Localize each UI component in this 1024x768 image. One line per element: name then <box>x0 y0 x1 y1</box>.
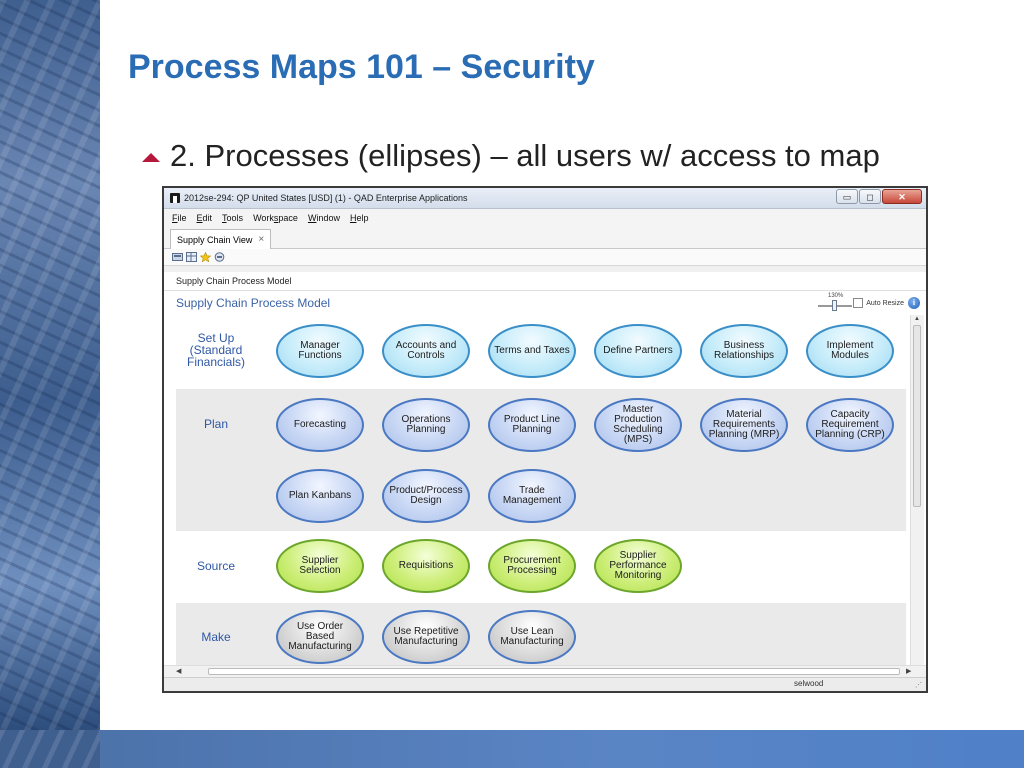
lane-label-plan: Plan <box>203 417 229 431</box>
vertical-scroll-thumb[interactable] <box>913 325 921 507</box>
print-icon[interactable] <box>214 252 225 262</box>
triangle-bullet-icon <box>142 152 160 162</box>
qad-app-icon <box>170 193 180 203</box>
menu-tools-post: ools <box>226 212 244 223</box>
auto-resize-label: Auto Resize <box>866 299 904 307</box>
process-forecasting[interactable]: Forecasting <box>276 398 364 452</box>
menu-file-post: ile <box>177 212 187 223</box>
model-header: Supply Chain Process Model 130% Auto Res… <box>164 291 926 316</box>
menu-help[interactable]: Help <box>350 213 369 223</box>
side-photo-decoration <box>0 0 100 730</box>
menu-workspace[interactable]: Workspace <box>253 213 298 223</box>
process-supplier-selection[interactable]: Supplier Selection <box>276 539 364 593</box>
menu-help-key: H <box>349 212 357 223</box>
menu-window-key: W <box>307 212 317 223</box>
status-user: selwood <box>794 679 824 688</box>
process-use-lean-manufacturing[interactable]: Use Lean Manufacturing <box>488 610 576 664</box>
process-map-canvas: Set Up (Standard Financials) Manager Fun… <box>164 315 926 665</box>
tab-label: Supply Chain View <box>177 234 253 245</box>
status-bar: selwood ⋰ <box>164 677 926 691</box>
menu-help-post: elp <box>356 212 369 223</box>
process-supplier-performance-monitoring[interactable]: Supplier Performance Monitoring <box>594 539 682 593</box>
process-product-process-design[interactable]: Product/Process Design <box>382 469 470 523</box>
lane-label-make: Make <box>201 630 231 644</box>
process-procurement-processing[interactable]: Procurement Processing <box>488 539 576 593</box>
breadcrumb-text: Supply Chain Process Model <box>176 276 292 286</box>
tab-strip: Supply Chain View × <box>164 226 926 249</box>
process-plan-kanbans[interactable]: Plan Kanbans <box>276 469 364 523</box>
process-master-production-scheduling[interactable]: Master Production Scheduling (MPS) <box>594 398 682 452</box>
menu-workspace-post: pace <box>278 212 298 223</box>
process-implement-modules[interactable]: Implement Modules <box>806 324 894 378</box>
menu-workspace-pre: Work <box>253 212 274 223</box>
process-use-repetitive-manufacturing[interactable]: Use Repetitive Manufacturing <box>382 610 470 664</box>
auto-resize-toggle[interactable]: Auto Resize <box>853 298 904 308</box>
info-icon[interactable]: i <box>908 297 920 309</box>
window-controls: ▭ ◻ ✕ <box>835 189 922 204</box>
workspace-icon[interactable] <box>172 252 183 262</box>
auto-resize-checkbox[interactable] <box>853 298 864 308</box>
lane-label-setup: Set Up (Standard Financials) <box>176 332 256 368</box>
vertical-scrollbar[interactable]: ▲ <box>910 315 924 665</box>
bottom-band-decoration <box>0 730 1024 768</box>
bullet-row: 2. Processes (ellipses) – all users w/ a… <box>142 138 880 174</box>
tab-supply-chain-view[interactable]: Supply Chain View × <box>170 229 272 249</box>
menu-window-post: indow <box>316 212 340 223</box>
model-title: Supply Chain Process Model <box>176 296 331 310</box>
lane-label-setup-line-2: (Standard <box>189 343 243 357</box>
window-titlebar[interactable]: 2012se-294: QP United States [USD] (1) -… <box>164 188 926 209</box>
menu-tools[interactable]: Tools <box>222 213 243 223</box>
process-manager-functions[interactable]: Manager Functions <box>276 324 364 378</box>
slide-title: Process Maps 101 – Security <box>128 48 595 86</box>
window-title: 2012se-294: QP United States [USD] (1) -… <box>184 193 468 203</box>
menu-file[interactable]: File <box>172 213 187 223</box>
menu-workspace-key: s <box>273 212 279 223</box>
lane-label-source: Source <box>196 559 236 573</box>
process-material-requirements-planning[interactable]: Material Requirements Planning (MRP) <box>700 398 788 452</box>
process-capacity-requirement-planning[interactable]: Capacity Requirement Planning (CRP) <box>806 398 894 452</box>
menu-bar: File Edit Tools Workspace Window Help <box>164 209 926 226</box>
process-define-partners[interactable]: Define Partners <box>594 324 682 378</box>
menu-tools-key: T <box>222 212 227 223</box>
grid-icon[interactable] <box>186 252 197 262</box>
process-product-line-planning[interactable]: Product Line Planning <box>488 398 576 452</box>
menu-edit-post: dit <box>202 212 213 223</box>
minimize-button[interactable]: ▭ <box>836 189 858 204</box>
process-trade-management[interactable]: Trade Management <box>488 469 576 523</box>
lane-label-setup-line-3: Financials) <box>186 355 246 369</box>
scroll-left-arrow-icon[interactable]: ◀ <box>176 668 182 675</box>
bullet-text: 2. Processes (ellipses) – all users w/ a… <box>170 138 880 173</box>
zoom-slider[interactable]: 130% <box>818 293 854 313</box>
favorite-star-icon[interactable] <box>200 252 211 262</box>
tab-close-icon[interactable]: × <box>258 234 265 245</box>
zoom-label: 130% <box>828 293 844 299</box>
lane-plan: Plan Forecasting Operations Planning Pro… <box>176 389 906 531</box>
horizontal-scrollbar[interactable]: ◀ ▶ <box>164 665 926 678</box>
lane-source: Source Supplier Selection Requisitions P… <box>176 531 906 601</box>
lane-label-setup-line-1: Set Up <box>197 331 235 345</box>
menu-edit-key: E <box>196 212 203 223</box>
process-accounts-and-controls[interactable]: Accounts and Controls <box>382 324 470 378</box>
lane-make: Make Use Order Based Manufacturing Use R… <box>176 603 906 665</box>
zoom-thumb[interactable] <box>832 300 837 311</box>
menu-edit[interactable]: Edit <box>197 213 213 223</box>
lane-setup: Set Up (Standard Financials) Manager Fun… <box>176 315 906 387</box>
process-use-order-based-manufacturing[interactable]: Use Order Based Manufacturing <box>276 610 364 664</box>
app-window: 2012se-294: QP United States [USD] (1) -… <box>162 186 928 693</box>
toolbar <box>164 249 926 266</box>
menu-window[interactable]: Window <box>308 213 340 223</box>
close-button[interactable]: ✕ <box>882 189 922 204</box>
process-business-relationships[interactable]: Business Relationships <box>700 324 788 378</box>
restore-button[interactable]: ◻ <box>859 189 881 204</box>
resize-grip-icon[interactable]: ⋰ <box>915 682 922 689</box>
scroll-up-arrow-icon[interactable]: ▲ <box>914 316 920 322</box>
process-terms-and-taxes[interactable]: Terms and Taxes <box>488 324 576 378</box>
process-requisitions[interactable]: Requisitions <box>382 539 470 593</box>
process-operations-planning[interactable]: Operations Planning <box>382 398 470 452</box>
horizontal-scroll-thumb[interactable] <box>208 668 900 675</box>
scroll-right-arrow-icon[interactable]: ▶ <box>906 668 912 675</box>
menu-file-key: F <box>172 212 178 223</box>
breadcrumb: Supply Chain Process Model <box>164 272 926 291</box>
